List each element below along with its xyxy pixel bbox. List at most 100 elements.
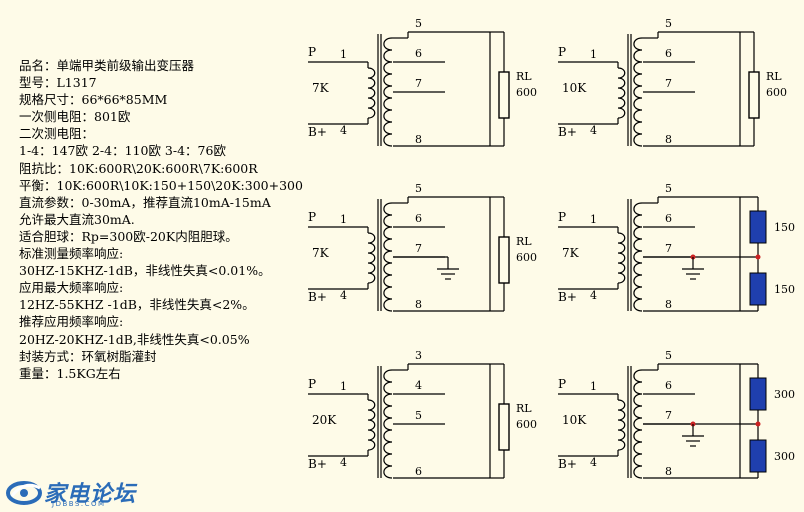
balanced-resistor-bottom — [749, 272, 767, 306]
load-resistor — [498, 403, 510, 451]
ground-icon — [682, 268, 704, 280]
load-label: RL — [516, 402, 532, 415]
secondary-pin-label: 8 — [665, 465, 672, 478]
spec-line: 重量：1.5KG左右 — [19, 365, 121, 381]
primary-top-label: P — [308, 45, 316, 59]
primary-top-pin: 1 — [590, 213, 597, 226]
primary-top-pin: 1 — [340, 380, 347, 393]
spec-line: 平衡：10K:600R\10K:150+150\20K:300+300 — [19, 177, 303, 193]
secondary-pin-label: 6 — [415, 212, 422, 225]
primary-bottom-pin: 4 — [590, 289, 597, 302]
primary-impedance: 20K — [312, 413, 337, 427]
secondary-winding — [383, 369, 393, 479]
spec-line: 适合胆球：Rp=300欧-20K内阻胆球。 — [19, 228, 238, 244]
primary-bottom-pin: 4 — [590, 124, 597, 137]
primary-top-label: P — [308, 377, 316, 391]
primary-impedance: 10K — [562, 413, 587, 427]
secondary-pin-label: 8 — [415, 298, 422, 311]
spec-line: 标准测量频率响应: — [19, 246, 124, 262]
spec-line: 12HZ-55KHZ -1dB，非线性失真<2%。 — [19, 297, 255, 313]
load-label: RL — [516, 70, 532, 83]
balanced-load-value: 300 — [774, 450, 795, 463]
primary-winding — [367, 232, 376, 284]
logo-brand: 家电论坛 — [44, 482, 137, 507]
primary-top-pin: 1 — [340, 213, 347, 226]
secondary-pin-label: 7 — [415, 242, 422, 255]
load-resistor — [498, 236, 510, 284]
secondary-pin-label: 5 — [415, 409, 422, 422]
primary-top-pin: 1 — [590, 48, 597, 61]
spec-line: 直流参数：0-30mA，推荐直流10mA-15mA — [19, 194, 271, 210]
balanced-resistor-bottom — [749, 439, 767, 473]
spec-line: 二次测电阻： — [19, 126, 95, 142]
junction-dot — [755, 421, 761, 427]
logo-site: JDBBS.COM — [52, 500, 106, 508]
spec-line: 应用最大频率响应: — [19, 280, 124, 296]
secondary-pin-label: 6 — [665, 47, 672, 60]
secondary-pin-label: 6 — [665, 379, 672, 392]
primary-top-pin: 1 — [590, 380, 597, 393]
load-label: RL — [516, 235, 532, 248]
secondary-winding — [383, 37, 393, 147]
secondary-pin-label: 7 — [665, 77, 672, 90]
spec-line: 20HZ-20KHZ-1dB,非线性失真<0.05% — [19, 331, 250, 347]
secondary-winding — [633, 369, 643, 479]
load-value: 600 — [516, 86, 537, 99]
secondary-pin-label: 6 — [415, 465, 422, 478]
load-value: 600 — [516, 251, 537, 264]
ground-icon — [437, 268, 459, 280]
secondary-pin-label: 7 — [665, 409, 672, 422]
secondary-pin-label: 8 — [665, 133, 672, 146]
secondary-pin-label: 6 — [665, 212, 672, 225]
primary-top-pin: 1 — [340, 48, 347, 61]
load-label: RL — [766, 70, 782, 83]
ground-icon — [682, 435, 704, 447]
spec-line: 型号：L1317 — [19, 75, 97, 91]
secondary-pin-label: 5 — [665, 182, 672, 195]
primary-top-label: P — [308, 210, 316, 224]
secondary-pin-label: 3 — [415, 349, 422, 362]
balanced-resistor-top — [749, 377, 767, 411]
balanced-load-value: 300 — [774, 388, 795, 401]
primary-bottom-label: B+ — [558, 457, 577, 471]
primary-bottom-pin: 4 — [340, 456, 347, 469]
primary-winding — [367, 399, 376, 451]
spec-line: 封装方式：环氧树脂灌封 — [19, 348, 157, 364]
primary-bottom-pin: 4 — [590, 456, 597, 469]
primary-winding — [617, 399, 626, 451]
balanced-load-value: 150 — [774, 283, 795, 296]
load-resistor — [748, 71, 760, 119]
load-value: 600 — [516, 418, 537, 431]
load-value: 600 — [766, 86, 787, 99]
secondary-pin-label: 8 — [415, 133, 422, 146]
site-logo: 家电论坛 JDBBS.COM — [6, 476, 166, 510]
spec-line: 阻抗比：10K:600R\20K:600R\7K:600R — [19, 160, 258, 176]
spec-line: 一次侧电阻：801欧 — [19, 109, 131, 125]
junction-dot — [755, 254, 761, 260]
secondary-pin-label: 8 — [665, 298, 672, 311]
secondary-pin-label: 7 — [665, 242, 672, 255]
primary-winding — [367, 67, 376, 119]
primary-bottom-label: B+ — [558, 125, 577, 139]
balanced-resistor-top — [749, 210, 767, 244]
primary-impedance: 7K — [312, 81, 330, 95]
primary-top-label: P — [558, 45, 566, 59]
primary-winding — [617, 67, 626, 119]
load-resistor — [498, 71, 510, 119]
secondary-winding — [383, 202, 393, 312]
spec-line: 规格尺寸：66*66*85MM — [19, 92, 168, 108]
primary-bottom-pin: 4 — [340, 124, 347, 137]
balanced-load-value: 150 — [774, 221, 795, 234]
primary-bottom-pin: 4 — [340, 289, 347, 302]
secondary-pin-label: 5 — [415, 182, 422, 195]
secondary-pin-label: 5 — [665, 17, 672, 30]
primary-top-label: P — [558, 377, 566, 391]
primary-bottom-label: B+ — [558, 290, 577, 304]
spec-line: 推荐应用频率响应: — [19, 314, 124, 330]
spec-line: 允许最大直流30mA. — [19, 211, 135, 227]
secondary-pin-label: 7 — [415, 77, 422, 90]
